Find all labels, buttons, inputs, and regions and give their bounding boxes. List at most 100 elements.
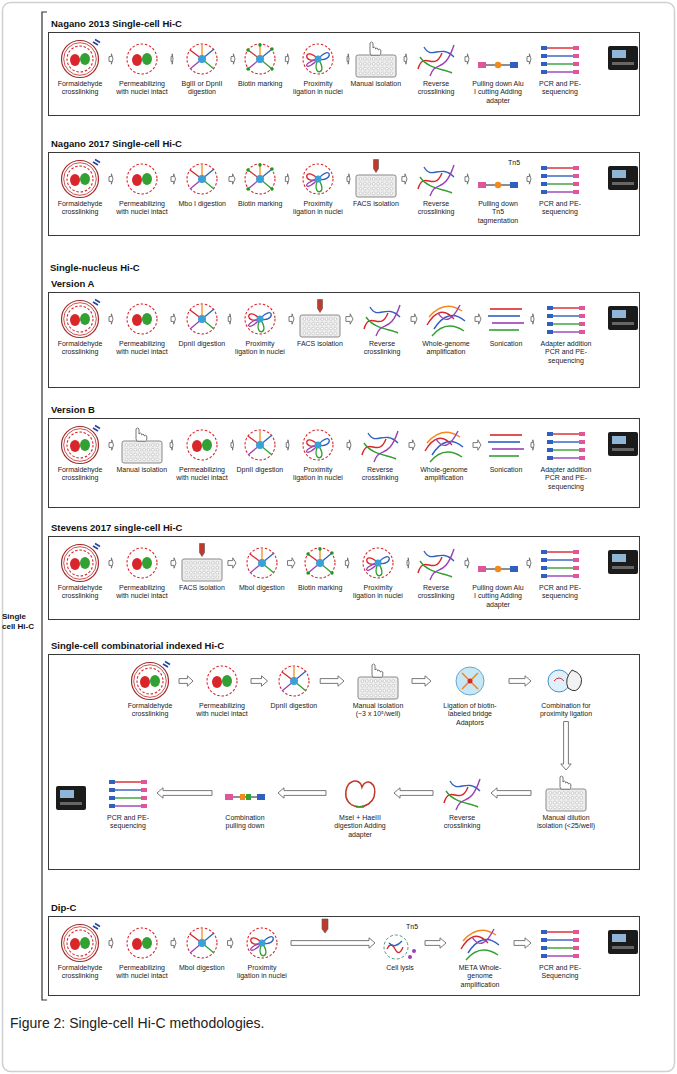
step-node: FACS isolation <box>297 299 343 348</box>
step-icon <box>180 425 224 465</box>
step-node: Biotin marking <box>238 39 282 88</box>
step-icon <box>544 425 588 465</box>
step-icon <box>180 543 224 583</box>
step-node: MseI + HaeIII digestion Adding adapter <box>329 773 391 839</box>
step-node: Pulling down Alu I cutting Adding adapte… <box>472 39 524 105</box>
step-icon <box>180 159 224 199</box>
flow-arrow <box>531 440 534 450</box>
flow-arrow <box>527 54 531 64</box>
step-icon <box>338 773 382 813</box>
step-label: Proximity ligation in nuclei <box>292 80 344 97</box>
step-icon <box>106 773 150 813</box>
step-label: MseI + HaeIII digestion Adding adapter <box>329 814 391 839</box>
step-label: Proximity ligation in nuclei <box>234 340 286 357</box>
step-label: BglII or DpnII digestion <box>176 80 228 97</box>
step-node: Sonication <box>484 299 528 348</box>
sequencer-slot <box>612 448 634 451</box>
step-label: MboI digestion <box>239 584 285 592</box>
sequencer-slot <box>612 946 634 949</box>
step-icon <box>354 159 398 199</box>
flow-arrow <box>465 558 469 568</box>
step-icon <box>440 773 484 813</box>
step-node: Biotin marking <box>298 543 342 592</box>
step-icon <box>223 773 267 813</box>
step-node: Ligation of biotin-labeled bridge Adapto… <box>434 661 506 727</box>
step-label: Formaldehyde crosslinking <box>124 702 176 719</box>
step-label: PCR and PE-sequencing <box>534 584 586 601</box>
step-label: Adapter addition PCR and PE-sequencing <box>537 340 595 365</box>
sequencer-screen <box>612 934 626 942</box>
step-label: Formaldehyde crosslinking <box>54 80 106 97</box>
flow-arrow <box>109 174 113 184</box>
sequencer-slot <box>612 566 634 569</box>
step-node: Formaldehyde crosslinking <box>54 425 106 483</box>
step-icon <box>180 39 224 79</box>
step-node: Formaldehyde crosslinking <box>54 923 106 981</box>
step-label: PCR and PE-sequencing <box>534 80 586 97</box>
section-heading: Version A <box>51 278 94 289</box>
flow-arrow <box>411 314 417 324</box>
step-icon <box>238 299 282 339</box>
step-label: Reverse crosslinking <box>410 584 462 601</box>
step-node: Pulling down Alu I cutting Adding adapte… <box>472 543 524 609</box>
step-label: Proximity ligation in nuclei <box>292 200 344 217</box>
step-node: Biotin marking <box>238 159 282 208</box>
flow-arrow <box>394 788 433 798</box>
sequencer-screen <box>612 170 626 178</box>
page-border <box>3 3 675 1072</box>
step-label: PCR and PE-sequencing <box>102 814 154 831</box>
step-node: Manual isolation (~3 x 10⁵/well) <box>347 661 409 719</box>
flow-arrow <box>509 676 531 686</box>
method-frame: Dip-CFormaldehyde crosslinkingPermeabili… <box>48 916 640 996</box>
step-icon <box>120 543 164 583</box>
step-label: Pulling down Tn5 tagmentation <box>472 200 524 225</box>
step-label: Mbo I digestion <box>179 200 226 208</box>
step-label: Sonication <box>484 340 528 348</box>
section-heading: Dip-C <box>51 902 76 913</box>
step-label: Permeabilizing with nuclei intact <box>116 584 168 601</box>
step-icon <box>484 299 528 339</box>
step-icon <box>120 299 164 339</box>
method-frame: Stevens 2017 single-cell Hi-CFormaldehyd… <box>48 536 640 620</box>
flow-arrow <box>404 54 407 64</box>
step-node: Formaldehyde crosslinking <box>124 661 176 719</box>
step-label: Reverse crosslinking <box>410 80 462 97</box>
step-icon <box>298 299 342 339</box>
step-icon <box>120 159 164 199</box>
flow-arrow <box>347 174 350 184</box>
step-label: Permeabilizing with nuclei intact <box>176 466 228 483</box>
flow-arrow <box>531 314 534 324</box>
method-frame: Single-cell combinatorial indexed Hi-CFo… <box>48 654 640 870</box>
flow-arrow <box>425 938 446 948</box>
flow-arrow <box>412 676 431 686</box>
step-icon <box>240 543 284 583</box>
step-node: DpnII digestion <box>179 299 226 348</box>
section-heading: Nagano 2013 Single-cell Hi-C <box>51 18 182 29</box>
step-icon <box>238 159 282 199</box>
step-node: Mbo I digestion <box>179 159 226 208</box>
flow-arrow <box>286 440 289 450</box>
flow-arrow <box>465 54 469 64</box>
step-icon <box>58 299 102 339</box>
step-label: Reverse crosslinking <box>436 814 488 831</box>
step-node: Reverse crosslinking <box>356 299 408 357</box>
step-icon <box>538 543 582 583</box>
sequencer-icon <box>608 46 638 70</box>
flow-arrow <box>291 938 375 948</box>
method-frame: Nagano 2017 Single-cell Hi-CFormaldehyde… <box>48 152 640 236</box>
flow-arrow <box>109 314 113 324</box>
step-icon <box>414 543 458 583</box>
flow-arrow <box>347 54 349 64</box>
step-node: Formaldehyde crosslinking <box>54 159 106 217</box>
flow-arrow <box>228 938 233 948</box>
step-label: Formaldehyde crosslinking <box>54 340 106 357</box>
flow-arrow <box>228 558 236 568</box>
sequencer-body <box>608 432 638 456</box>
step-node: META Whole-genome amplification <box>449 923 511 989</box>
flow-arrow <box>402 174 407 184</box>
flow-arrow <box>407 558 409 568</box>
step-label: Whole-genome amplification <box>418 466 470 483</box>
step-node: Cell lysis <box>378 923 422 972</box>
step-icon <box>238 39 282 79</box>
flow-arrow <box>251 676 268 686</box>
